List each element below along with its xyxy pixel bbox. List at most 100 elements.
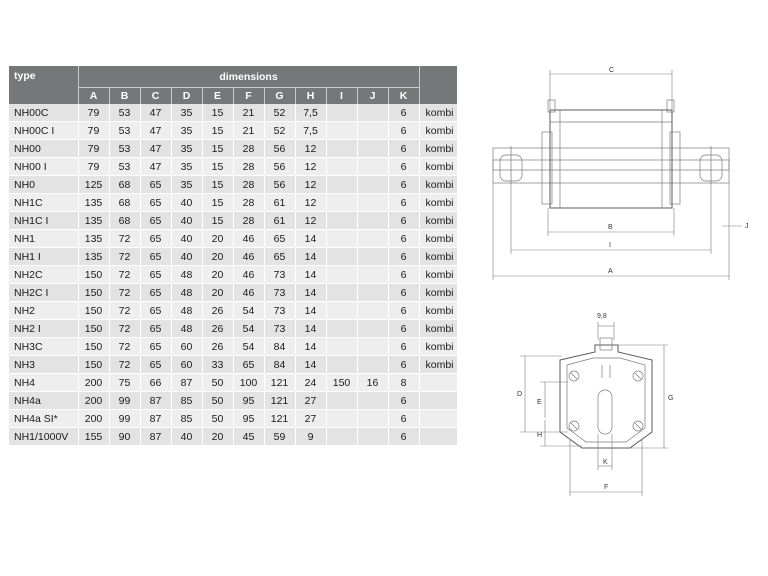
note-cell: kombi xyxy=(418,157,457,176)
dimension-cell-c: 65 xyxy=(139,265,171,284)
dimension-cell-i xyxy=(325,104,357,122)
dimension-cell-i xyxy=(325,409,357,428)
type-cell: NH00C xyxy=(9,104,78,122)
dimension-cell-g: 61 xyxy=(263,193,295,212)
dimension-cell-a: 135 xyxy=(77,211,109,230)
dimension-cell-e: 20 xyxy=(201,283,233,302)
dimension-cell-f: 28 xyxy=(232,193,264,212)
dimension-cell-j xyxy=(356,427,388,446)
dimension-cell-i xyxy=(325,283,357,302)
dimension-cell-i xyxy=(325,157,357,176)
type-cell: NH2 xyxy=(9,301,78,320)
note-cell: kombi xyxy=(418,104,457,122)
type-cell: NH2C xyxy=(9,265,78,284)
dimension-cell-g: 121 xyxy=(263,391,295,410)
dimension-cell-k: 6 xyxy=(387,337,419,356)
dimension-cell-c: 65 xyxy=(139,175,171,194)
dimension-cell-f: 46 xyxy=(232,283,264,302)
dimension-cell-b: 68 xyxy=(108,175,140,194)
dimension-cell-f: 95 xyxy=(232,409,264,428)
dimension-cell-d: 40 xyxy=(170,211,202,230)
note-cell: kombi xyxy=(418,139,457,158)
dimension-cell-g: 84 xyxy=(263,355,295,374)
dimension-cell-g: 56 xyxy=(263,157,295,176)
grip-lug-left xyxy=(547,99,556,113)
type-cell: NH00 xyxy=(9,139,78,158)
contact-blade-center xyxy=(492,159,730,171)
dimension-cell-f: 46 xyxy=(232,265,264,284)
dimension-cell-i xyxy=(325,319,357,338)
fuse-body xyxy=(549,109,673,209)
type-cell: NH1 xyxy=(9,229,78,248)
dimension-cell-d: 85 xyxy=(170,409,202,428)
dimension-cell-j xyxy=(356,157,388,176)
dimension-cell-f: 46 xyxy=(232,229,264,248)
type-cell: NH00 I xyxy=(9,157,78,176)
dimension-cell-g: 73 xyxy=(263,265,295,284)
dimension-cell-h: 12 xyxy=(294,175,326,194)
dimension-cell-e: 15 xyxy=(201,139,233,158)
label-h: H xyxy=(537,432,542,439)
dimension-cell-h: 14 xyxy=(294,265,326,284)
column-header-d: D xyxy=(170,87,202,104)
dimension-cell-g: 56 xyxy=(263,175,295,194)
dimension-cell-f: 21 xyxy=(232,104,264,122)
dimension-cell-d: 35 xyxy=(170,157,202,176)
dimension-cell-b: 72 xyxy=(108,301,140,320)
dimension-cell-d: 60 xyxy=(170,355,202,374)
note-cell: kombi xyxy=(418,193,457,212)
note-cell xyxy=(418,391,457,410)
dimension-cell-g: 61 xyxy=(263,211,295,230)
dimension-cell-d: 48 xyxy=(170,265,202,284)
note-cell xyxy=(418,373,457,392)
dimension-cell-g: 56 xyxy=(263,139,295,158)
dimension-cell-j xyxy=(356,409,388,428)
type-cell: NH4a SI* xyxy=(9,409,78,428)
dimension-cell-h: 14 xyxy=(294,301,326,320)
hole-bottom-right xyxy=(632,420,644,432)
dimension-cell-d: 35 xyxy=(170,104,202,122)
dimension-cell-e: 15 xyxy=(201,175,233,194)
dimension-cell-f: 95 xyxy=(232,391,264,410)
dimension-cell-a: 200 xyxy=(77,391,109,410)
dimension-cell-f: 54 xyxy=(232,301,264,320)
dimension-cell-a: 135 xyxy=(77,193,109,212)
dimension-cell-b: 72 xyxy=(108,283,140,302)
dimension-cell-e: 15 xyxy=(201,157,233,176)
dimension-cell-c: 65 xyxy=(139,247,171,266)
dimension-cell-j xyxy=(356,319,388,338)
dimension-cell-f: 28 xyxy=(232,211,264,230)
dimension-cell-e: 50 xyxy=(201,409,233,428)
dimension-cell-k: 6 xyxy=(387,283,419,302)
label-9-8: 9,8 xyxy=(597,313,607,320)
dimension-cell-d: 87 xyxy=(170,373,202,392)
dimension-cell-b: 99 xyxy=(108,391,140,410)
dimension-cell-a: 125 xyxy=(77,175,109,194)
dimension-cell-g: 121 xyxy=(263,373,295,392)
dimension-cell-g: 52 xyxy=(263,104,295,122)
dimension-cell-b: 72 xyxy=(108,319,140,338)
note-cell: kombi xyxy=(418,175,457,194)
column-header-g: G xyxy=(263,87,295,104)
dimension-cell-f: 28 xyxy=(232,157,264,176)
dimension-cell-f: 21 xyxy=(232,121,264,140)
dimension-cell-b: 68 xyxy=(108,211,140,230)
dimension-cell-a: 150 xyxy=(77,283,109,302)
dimension-cell-a: 79 xyxy=(77,139,109,158)
dimension-cell-k: 6 xyxy=(387,139,419,158)
type-cell: NH1C xyxy=(9,193,78,212)
dimension-cell-j xyxy=(356,229,388,248)
dimension-cell-c: 65 xyxy=(139,301,171,320)
dimension-cell-c: 87 xyxy=(139,409,171,428)
dimension-cell-c: 65 xyxy=(139,319,171,338)
dimension-cell-c: 66 xyxy=(139,373,171,392)
dimension-cell-j xyxy=(356,139,388,158)
dimension-cell-i xyxy=(325,355,357,374)
